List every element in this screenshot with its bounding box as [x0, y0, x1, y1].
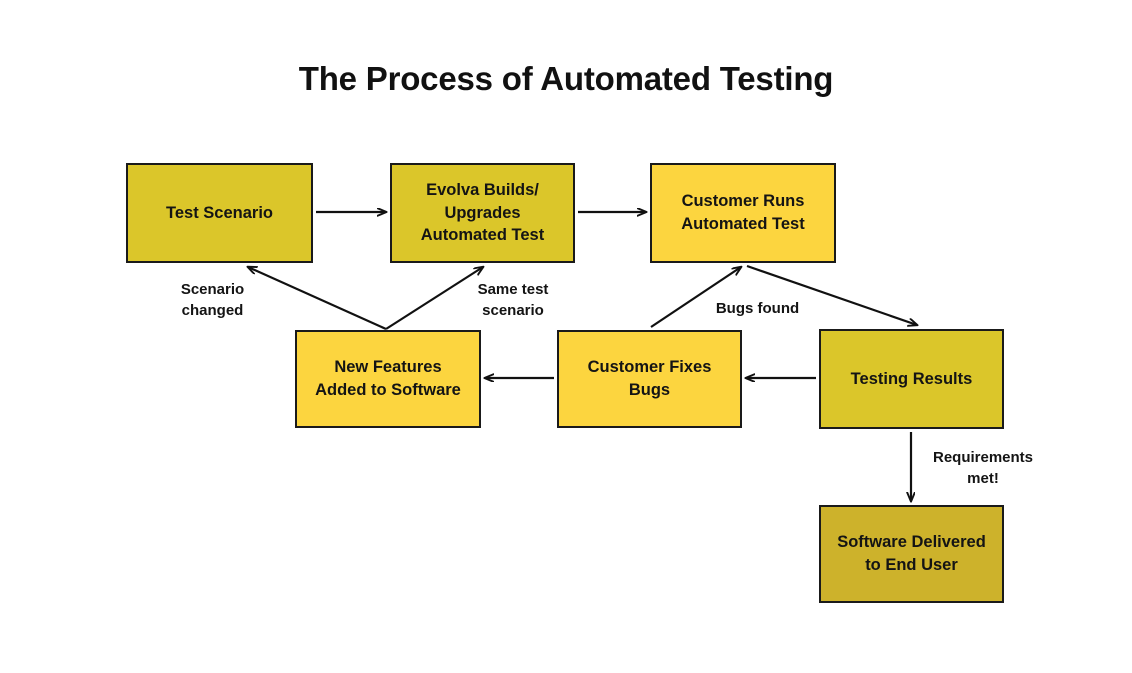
edge-label-requirements-met: Requirements met!	[932, 449, 1034, 488]
node-label-line: Customer Runs	[681, 192, 805, 211]
node-new-features-added-to-software[interactable]: New Features Added to Software	[295, 330, 481, 428]
node-label-line: Evolva Builds/	[426, 180, 539, 199]
arrow-customer-runs-to-testing-results	[746, 264, 917, 325]
node-software-delivered-to-end-user[interactable]: Software Delivered to End User	[819, 505, 1004, 603]
node-label-line: Automated Test	[420, 226, 545, 245]
node-label-line: Added to Software	[315, 381, 461, 399]
node-test-scenario[interactable]: Test Scenario	[126, 163, 313, 263]
node-label-line: Testing Results	[850, 369, 973, 388]
node-evolva-builds[interactable]: Evolva Builds/ Upgrades Automated Test	[390, 163, 575, 263]
node-testing-results[interactable]: Testing Results	[819, 329, 1004, 429]
node-label-line: Software Delivered	[837, 533, 986, 552]
arrow-customer-fixes-to-customer-runs	[650, 267, 741, 328]
edge-label-scenario-changed: Scenario changed	[180, 281, 245, 320]
arrow-new-features-to-test-scenario	[248, 267, 387, 331]
node-label-line: Test Scenario	[166, 203, 273, 222]
node-customer-runs-automated-test[interactable]: Customer Runs Automated Test	[650, 163, 836, 263]
node-label-line: Automated Test	[681, 215, 805, 233]
arrow-new-features-to-evolva	[385, 267, 483, 330]
node-label-line: Customer Fixes	[587, 358, 712, 377]
node-label-line: New Features	[334, 358, 442, 377]
node-label-line: Bugs	[628, 381, 671, 399]
page-title: The Process of Automated Testing	[298, 60, 834, 97]
node-customer-fixes-bugs[interactable]: Customer Fixes Bugs	[557, 330, 742, 428]
node-label-line: Upgrades	[444, 203, 521, 222]
node-label-line: to End User	[865, 556, 958, 574]
edge-label-same-test-scenario: Same test scenario	[477, 281, 549, 320]
edge-label-bugs-found: Bugs found	[715, 300, 800, 317]
